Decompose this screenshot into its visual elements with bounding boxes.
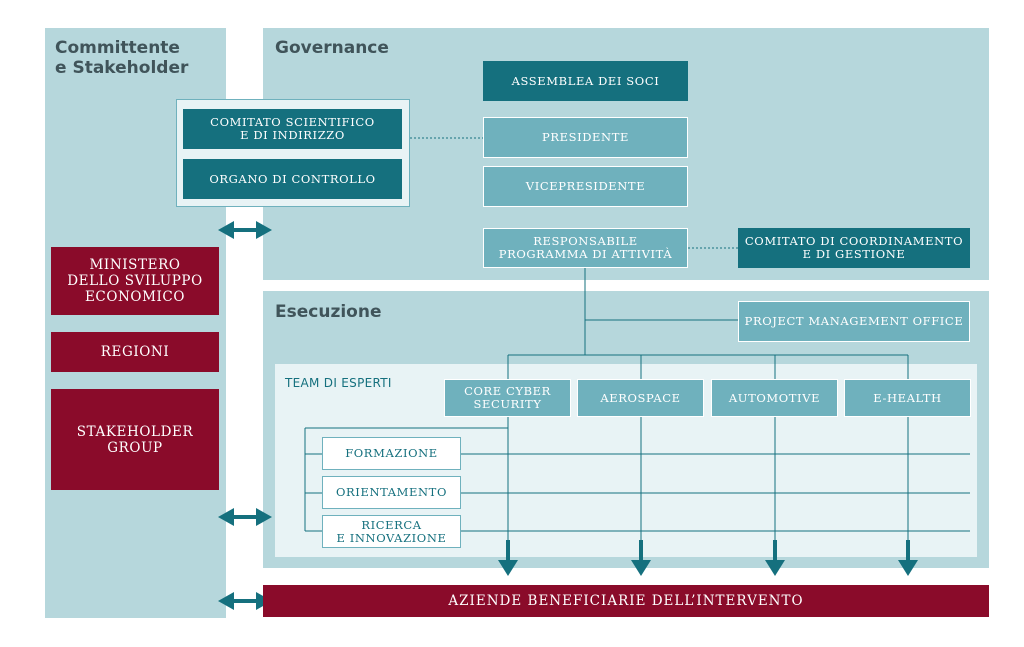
aziende-beneficiarie-bar: AZIENDE BENEFICIARIE DELL’INTERVENTO [263, 585, 989, 617]
comitato-coordinamento-box: COMITATO DI COORDINAMENTO E DI GESTIONE [738, 228, 970, 268]
ministero-box: MINISTERO DELLO SVILUPPO ECONOMICO [51, 247, 219, 315]
assemblea-box: ASSEMBLEA DEI SOCI [483, 61, 688, 101]
core-cyber-security-box: CORE CYBER SECURITY [444, 379, 571, 417]
down-arrows [498, 540, 918, 576]
committente-title: Committente e Stakeholder [55, 38, 189, 78]
ricerca-innovazione-box: RICERCA E INNOVAZIONE [322, 515, 461, 548]
esecuzione-title: Esecuzione [275, 302, 382, 322]
organo-controllo-box: ORGANO DI CONTROLLO [183, 159, 402, 199]
governance-title: Governance [275, 38, 389, 58]
automotive-box: AUTOMOTIVE [711, 379, 838, 417]
double-arrows [218, 221, 272, 610]
responsabile-box: RESPONSABILE PROGRAMMA DI ATTIVITÀ [483, 228, 688, 268]
e-health-box: E-HEALTH [844, 379, 971, 417]
vicepresidente-box: VICEPRESIDENTE [483, 166, 688, 207]
team-label: TEAM DI ESPERTI [285, 376, 392, 390]
aerospace-box: AEROSPACE [577, 379, 704, 417]
presidente-box: PRESIDENTE [483, 117, 688, 158]
stakeholder-group-box: STAKEHOLDER GROUP [51, 389, 219, 490]
regioni-box: REGIONI [51, 332, 219, 372]
orientamento-box: ORIENTAMENTO [322, 476, 461, 509]
comitato-scientifico-box: COMITATO SCIENTIFICO E DI INDIRIZZO [183, 109, 402, 149]
pmo-box: PROJECT MANAGEMENT OFFICE [738, 301, 970, 342]
formazione-box: FORMAZIONE [322, 437, 461, 470]
